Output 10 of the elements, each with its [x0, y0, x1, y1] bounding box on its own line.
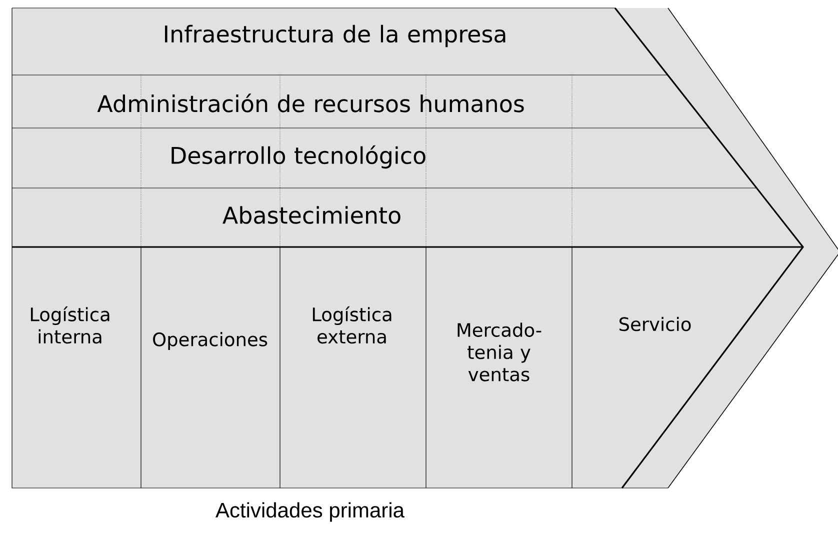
- support-activity-label: Administración de recursos humanos: [97, 94, 524, 112]
- primary-activity-label: Mercado- tenia y ventas: [458, 322, 542, 382]
- support-activity-label: Infraestructura de la empresa: [165, 24, 506, 48]
- primary-activity-label: Servicio: [620, 316, 691, 332]
- caption-text: Actividades primaria: [216, 502, 404, 522]
- primary-activity-label: Logística interna: [30, 306, 110, 344]
- support-activity-label: Abastecimiento: [222, 206, 400, 224]
- support-activity-label: Desarrollo tecnológico: [172, 145, 426, 169]
- primary-activity-label: Operaciones: [153, 332, 268, 350]
- primary-activity-label: Logística externa: [312, 306, 392, 344]
